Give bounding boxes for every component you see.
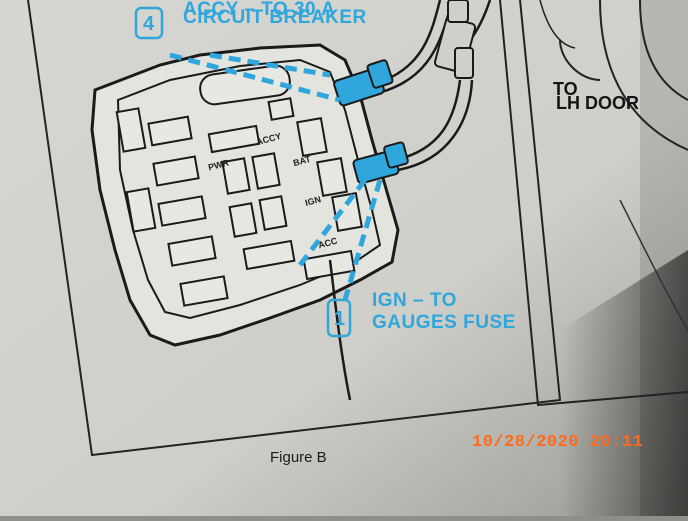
page-shadow xyxy=(560,250,688,516)
blue-connector-top xyxy=(333,59,394,107)
callout-bottom-line2: GAUGES FUSE xyxy=(372,312,516,333)
figure-frame xyxy=(27,0,562,457)
callout-leaders xyxy=(169,52,383,301)
fuse-slots xyxy=(115,64,363,307)
right-panel-line2: LH DOOR xyxy=(556,93,639,113)
callout-top-line2: CIRCUIT BREAKER xyxy=(183,7,367,28)
figure-caption: Figure B xyxy=(270,449,327,466)
callout-top-line1: ACCY – TO 30 A xyxy=(183,0,336,20)
callout-top-badge: 4 xyxy=(143,13,155,35)
blue-connector-bottom xyxy=(352,141,409,185)
badge-box-top xyxy=(134,6,164,40)
camera-timestamp: 10/28/2020 20:11 xyxy=(472,433,644,452)
callout-bottom-line1: IGN – TO xyxy=(372,290,457,311)
callout-bottom-badge: 1 xyxy=(334,308,346,330)
right-panel-line1: TO xyxy=(553,79,578,99)
right-panel-frame xyxy=(499,0,688,407)
badge-box-bottom xyxy=(326,298,352,338)
